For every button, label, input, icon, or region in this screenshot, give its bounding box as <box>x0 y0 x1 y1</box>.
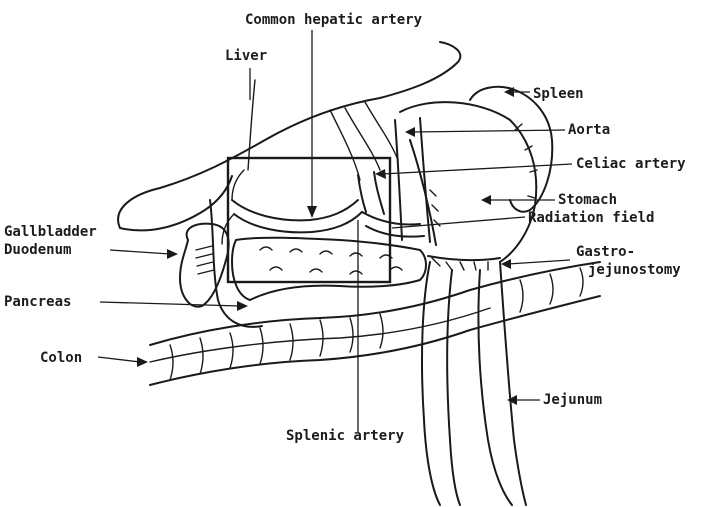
label-gallbladder: Gallbladder <box>4 224 97 240</box>
gastrojejunostomy-join <box>428 256 500 260</box>
label-splenic-artery: Splenic artery <box>286 428 404 444</box>
label-liver: Liver <box>225 48 267 64</box>
liver-ligament <box>248 80 255 170</box>
label-celiac-artery: Celiac artery <box>576 156 686 172</box>
duodenum-sutures <box>196 246 214 274</box>
splenic-vessel <box>362 212 424 237</box>
colon-lower <box>150 296 600 385</box>
label-jejunum: Jejunum <box>543 392 602 408</box>
label-pancreas: Pancreas <box>4 294 71 310</box>
label-gastro: Gastro- <box>576 244 635 260</box>
duodenum-curve <box>210 200 262 327</box>
label-spleen: Spleen <box>533 86 584 102</box>
label-colon: Colon <box>40 350 82 366</box>
label-common-hepatic-artery: Common hepatic artery <box>245 12 422 28</box>
gallbladder-outline <box>180 224 229 307</box>
liver-shading <box>330 102 398 180</box>
label-jejunostomy: jejunostomy <box>588 262 681 278</box>
label-stomach: Stomach <box>558 192 617 208</box>
spleen-outline <box>470 87 552 212</box>
hepatic-artery-vessel <box>232 200 362 232</box>
colon-haustra <box>170 268 583 380</box>
label-duodenum: Duodenum <box>4 242 71 258</box>
pancreas-texture <box>260 247 402 274</box>
pancreas-outline <box>232 238 426 300</box>
liver-outline <box>118 42 460 228</box>
colon-upper <box>150 262 600 345</box>
celiac-vessel <box>358 172 384 214</box>
liver-lower-edge <box>120 176 232 230</box>
jejunum-right <box>478 262 526 505</box>
label-aorta: Aorta <box>568 122 610 138</box>
label-radiation-field: Radiation field <box>528 210 654 226</box>
